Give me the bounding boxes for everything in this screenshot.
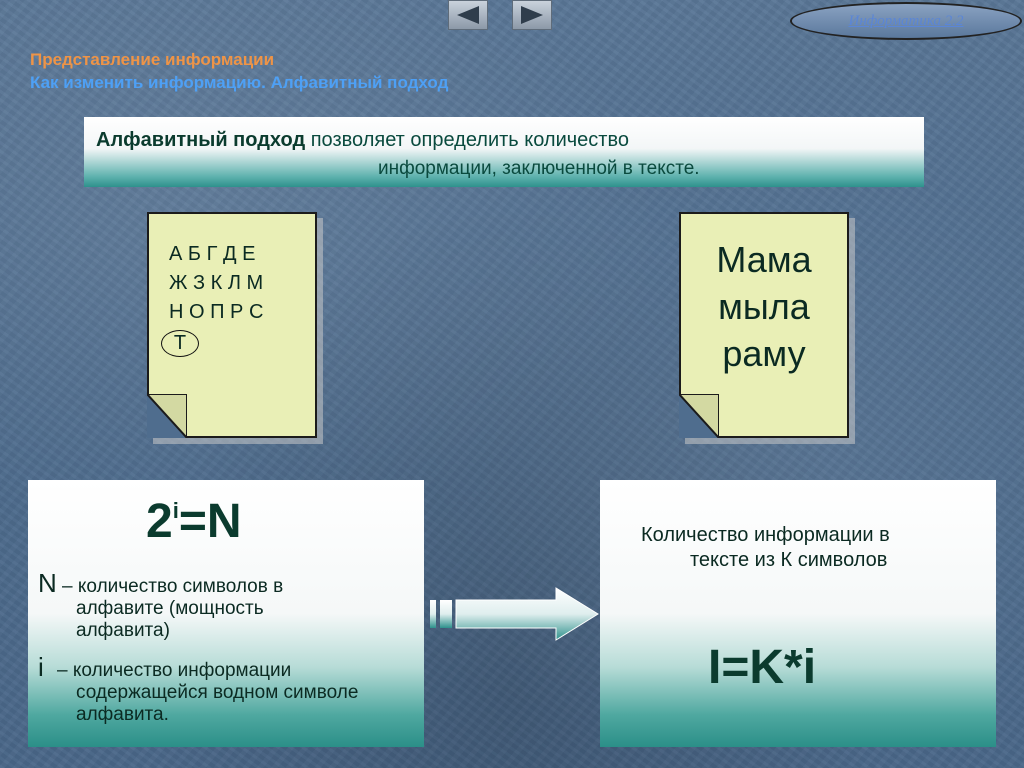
definition-line-1: Алфавитный подход позволяет определить к…	[96, 129, 629, 152]
formula-panel-right: Количество информации в тексте из К симв…	[600, 480, 996, 747]
alphabet-note: А Б Г Д Е Ж З К Л М Н О П Р С Т	[147, 212, 317, 438]
alphabet-row: Ж З К Л М	[169, 272, 264, 294]
prev-button[interactable]	[448, 0, 488, 30]
definition-term: Алфавитный подход	[96, 129, 306, 151]
formula-panel-left: 2i=N N – количество символов в алфавите …	[28, 480, 424, 747]
definition-text-2: информации, заключенной в тексте.	[378, 158, 700, 179]
page-fold-icon	[679, 394, 719, 438]
i-text-3: алфавита.	[76, 704, 169, 725]
formula-base: 2	[146, 495, 173, 548]
formula-rest: =N	[178, 495, 242, 548]
alphabet-row: Н О П Р С	[169, 301, 264, 323]
arrow-left-icon	[457, 6, 479, 24]
arrow-right-icon	[430, 587, 599, 641]
k-definition-1: Количество информации в	[641, 524, 890, 546]
n-text-1: – количество символов в	[56, 576, 284, 597]
subject-badge[interactable]: Информатика 2.2	[790, 2, 1022, 40]
i-definition: i – количество информации содержащейся в…	[38, 654, 359, 726]
hartley-formula: 2i=N	[146, 494, 242, 549]
n-definition-line: N – количество символов в	[38, 570, 284, 598]
i-definition-line: i – количество информации	[38, 654, 358, 682]
n-definition: N – количество символов в алфавите (мощн…	[38, 570, 284, 642]
i-text-2: содержащейся водном символе	[76, 682, 359, 703]
next-button[interactable]	[512, 0, 552, 30]
sample-text: Мама мыла раму	[681, 236, 847, 377]
sample-text-line: раму	[722, 333, 806, 374]
formula-exponent: i	[172, 498, 179, 523]
page-fold-icon	[147, 394, 187, 438]
i-text-1: – количество информации	[51, 660, 292, 681]
n-text-2: алфавите (мощность	[76, 598, 264, 619]
definition-text-1: позволяет определить количество	[305, 129, 629, 151]
sample-text-line: мыла	[718, 286, 810, 327]
alphabet-letters: А Б Г Д Е Ж З К Л М Н О П Р С	[169, 240, 263, 327]
subject-badge-link[interactable]: Информатика 2.2	[848, 12, 964, 29]
arrow-right-icon	[521, 6, 543, 24]
k-definition-2: тексте из К символов	[690, 549, 888, 571]
definition-banner: Алфавитный подход позволяет определить к…	[84, 117, 924, 187]
n-symbol: N	[38, 568, 57, 598]
i-symbol: i	[38, 652, 44, 682]
n-text-3: алфавита)	[76, 620, 170, 641]
slide-title: Как изменить информацию. Алфавитный подх…	[30, 73, 449, 92]
total-information-formula: I=K*i	[708, 641, 817, 694]
alphabet-row: А Б Г Д Е	[169, 243, 256, 265]
text-note: Мама мыла раму	[679, 212, 849, 438]
sample-text-line: Мама	[716, 239, 812, 280]
circled-letter: Т	[161, 330, 199, 357]
section-title: Представление информации	[30, 50, 275, 69]
